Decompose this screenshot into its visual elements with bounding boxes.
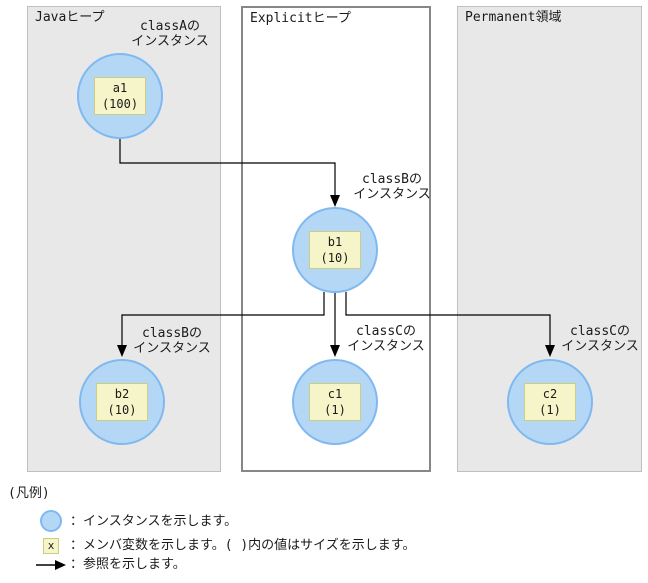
member-variable-c2-size: (1) [539,403,561,417]
member-variable-b1-name: b1 [327,235,343,249]
member-variable-b1: b1 (10) [309,231,361,269]
annotation-classC-c1-line1: classCの [356,324,416,339]
member-variable-c1-size: (1) [324,403,346,417]
legend-item-instance: ：インスタンスを示します。 [36,509,237,533]
legend-item-reference: ：参照を示します。 [36,557,186,572]
annotation-classB-b1-line2: インスタンス [353,187,431,202]
legend-item-member-variable-text: ：メンバ変数を示します。( )内の値はサイズを示します。 [70,538,416,553]
region-permanent-area-label: Permanent領域 [465,10,562,25]
annotation-classC-c2-instance: classCの インスタンス [540,324,648,354]
legend-item-member-variable: x ：メンバ変数を示します。( )内の値はサイズを示します。 [36,537,416,554]
annotation-classC-c1-instance: classCの インスタンス [326,324,446,354]
legend-icon-cell [36,510,66,532]
annotation-classC-c1-line2: インスタンス [347,339,425,354]
member-variable-a1: a1 (100) [94,77,146,115]
annotation-classA-line1: classAの [140,19,200,34]
legend-title: (凡例) [8,486,50,501]
annotation-classB-b2-line1: classBの [142,326,202,341]
instance-b1: b1 (10) [292,207,378,293]
legend-icon-cell [36,559,66,571]
region-explicit-heap-label: Explicitヒープ [250,11,351,26]
instance-c1: c1 (1) [292,359,378,445]
instance-b2: b2 (10) [79,359,165,445]
instance-a1: a1 (100) [77,53,163,139]
member-variable-b2: b2 (10) [96,383,148,421]
member-variable-b2-size: (10) [107,403,137,417]
legend-item-instance-text: ：インスタンスを示します。 [70,513,238,529]
legend-icon-cell: x [36,537,66,554]
instance-c2: c2 (1) [507,359,593,445]
annotation-classA-instance: classAの インスタンス [110,19,230,49]
member-variable-c2-name: c2 [542,387,558,401]
instance-circle-icon [40,510,62,532]
member-variable-b2-name: b2 [114,387,130,401]
annotation-classB-b2-instance: classBの インスタンス [112,326,232,356]
member-variable-a1-size: (100) [101,97,139,111]
member-variable-box-icon: x [43,537,59,554]
annotation-classB-b1-instance: classBの インスタンス [332,172,452,202]
member-variable-a1-name: a1 [112,81,128,95]
annotation-classC-c2-line1: classCの [570,324,630,339]
legend-item-reference-text: ：参照を示します。 [70,557,186,572]
member-variable-c2: c2 (1) [524,383,576,421]
member-variable-c1-name: c1 [327,387,343,401]
region-java-heap-label: Javaヒープ [35,10,105,25]
member-variable-b1-size: (10) [320,251,350,265]
member-variable-c1: c1 (1) [309,383,361,421]
annotation-classC-c2-line2: インスタンス [561,339,639,354]
annotation-classB-b1-line1: classBの [362,172,422,187]
annotation-classB-b2-line2: インスタンス [133,341,211,356]
annotation-classA-line2: インスタンス [131,34,209,49]
reference-arrow-icon [36,559,66,570]
member-variable-box-icon-label: x [47,539,55,552]
